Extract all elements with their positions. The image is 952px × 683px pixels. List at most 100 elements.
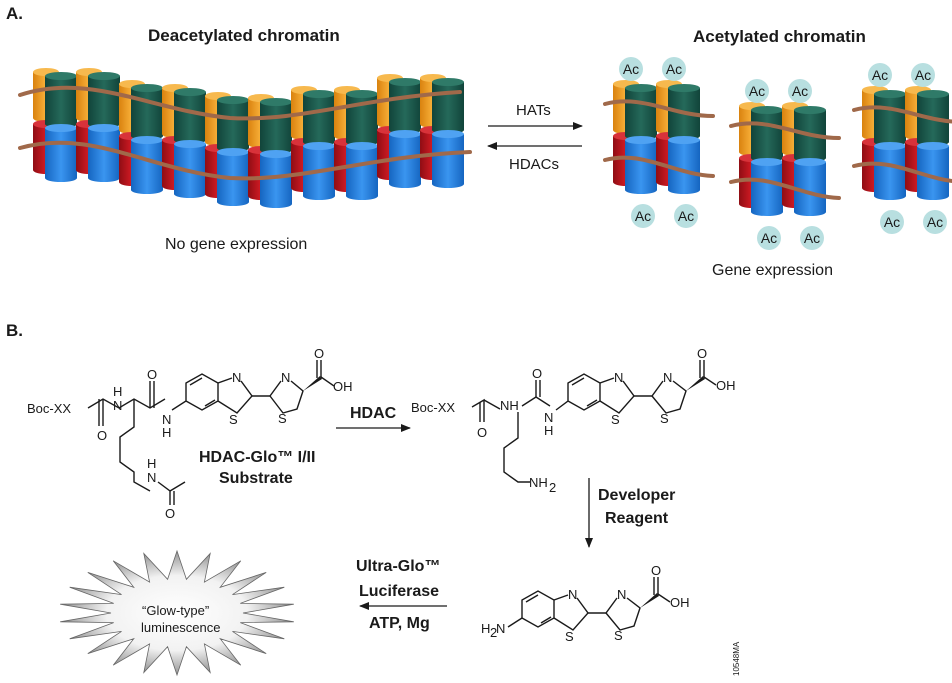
histone-green (88, 72, 120, 128)
acetyl-mark: Ac (631, 204, 655, 228)
no-gene-expression-label: No gene expression (165, 236, 307, 253)
svg-text:N: N (496, 621, 505, 636)
nucleosome (739, 102, 783, 216)
histone-green (751, 106, 783, 162)
deacetylated-chromatin (18, 68, 472, 208)
svg-text:S: S (611, 412, 620, 427)
svg-text:Ac: Ac (927, 214, 943, 230)
svg-text:N: N (232, 370, 241, 385)
nucleosome (782, 102, 826, 216)
svg-text:Ac: Ac (792, 83, 808, 99)
deacetylated-title: Deacetylated chromatin (148, 26, 340, 45)
glow-burst-icon (60, 549, 294, 677)
svg-text:O: O (165, 506, 175, 521)
svg-text:2: 2 (490, 625, 497, 640)
substrate-name-line2: Substrate (219, 470, 293, 487)
histone-blue (131, 136, 163, 194)
deacetylated-product-molecule: Boc-XX O NH O N H NH 2 N S N S O OH (411, 346, 736, 495)
nucleosome-pair (852, 86, 952, 200)
histone-green (131, 84, 163, 140)
nucleosome (248, 94, 292, 208)
histone-green (874, 90, 906, 146)
nucleosome (613, 80, 657, 194)
svg-text:Ac: Ac (623, 61, 639, 77)
histone-blue (668, 136, 700, 194)
histone-blue (45, 124, 77, 182)
svg-text:H: H (544, 423, 553, 438)
histone-blue (917, 142, 949, 200)
nucleosome (119, 80, 163, 194)
histone-blue (874, 142, 906, 200)
acetyl-mark: Ac (868, 63, 892, 87)
svg-text:OH: OH (333, 379, 353, 394)
nucleosome (377, 74, 421, 188)
hdacs-label: HDACs (509, 156, 559, 173)
svg-text:NH: NH (500, 398, 519, 413)
svg-text:Ac: Ac (666, 61, 682, 77)
acetyl-mark: Ac (674, 204, 698, 228)
glow-label-line2: luminescence (141, 620, 221, 635)
histone-green (625, 84, 657, 140)
svg-text:N: N (147, 470, 156, 485)
svg-text:N: N (162, 412, 171, 427)
nucleosome-pair (603, 80, 715, 194)
nucleosome (162, 84, 206, 198)
svg-text:S: S (565, 629, 574, 644)
svg-text:N: N (544, 410, 553, 425)
svg-text:Ac: Ac (804, 230, 820, 246)
svg-text:Ac: Ac (635, 208, 651, 224)
svg-text:N: N (568, 587, 577, 602)
aminoluciferin-molecule: H 2 N N S N S O OH (481, 563, 690, 644)
svg-text:O: O (651, 563, 661, 578)
nucleosome (862, 86, 906, 200)
histone-blue (260, 150, 292, 208)
histone-blue (432, 130, 464, 188)
svg-text:H: H (162, 425, 171, 440)
svg-text:O: O (477, 425, 487, 440)
acetyl-mark: Ac (745, 79, 769, 103)
histone-blue (346, 142, 378, 200)
svg-text:O: O (97, 428, 107, 443)
svg-text:Boc-XX: Boc-XX (27, 401, 71, 416)
gene-expression-label: Gene expression (712, 262, 833, 279)
acetyl-mark: Ac (800, 226, 824, 250)
catalog-id: 10548MA (732, 641, 741, 676)
histone-green (174, 88, 206, 144)
hdac-step-label: HDAC (350, 405, 397, 422)
luciferase-label-line2: Luciferase (359, 583, 439, 600)
developer-label-line2: Reagent (605, 510, 669, 527)
svg-text:H: H (481, 621, 490, 636)
nucleosome-pair (729, 102, 841, 216)
panel-a-label: A. (6, 4, 23, 23)
glow-label-line1: “Glow-type” (142, 603, 209, 618)
histone-green (260, 98, 292, 154)
acetyl-mark: Ac (923, 210, 947, 234)
developer-label-line1: Developer (598, 487, 675, 504)
histone-blue (751, 158, 783, 216)
svg-text:OH: OH (716, 378, 736, 393)
svg-text:O: O (147, 367, 157, 382)
svg-text:N: N (614, 370, 623, 385)
acetyl-mark: Ac (662, 57, 686, 81)
svg-text:Ac: Ac (761, 230, 777, 246)
svg-text:H: H (147, 456, 156, 471)
histone-blue (794, 158, 826, 216)
substrate-name-line1: HDAC-Glo™ I/II (199, 449, 315, 466)
histone-green (45, 72, 77, 128)
hats-label: HATs (516, 102, 551, 119)
acetylated-title: Acetylated chromatin (693, 27, 866, 46)
svg-text:NH: NH (529, 475, 548, 490)
nucleosome (334, 86, 378, 200)
acetyl-mark: Ac (880, 210, 904, 234)
nucleosome (76, 68, 120, 182)
svg-text:O: O (697, 346, 707, 361)
svg-text:H: H (113, 384, 122, 399)
svg-text:N: N (617, 587, 626, 602)
nucleosome (33, 68, 77, 182)
svg-text:2: 2 (549, 480, 556, 495)
svg-text:Ac: Ac (872, 67, 888, 83)
histone-green (432, 78, 464, 134)
svg-text:Boc-XX: Boc-XX (411, 400, 455, 415)
